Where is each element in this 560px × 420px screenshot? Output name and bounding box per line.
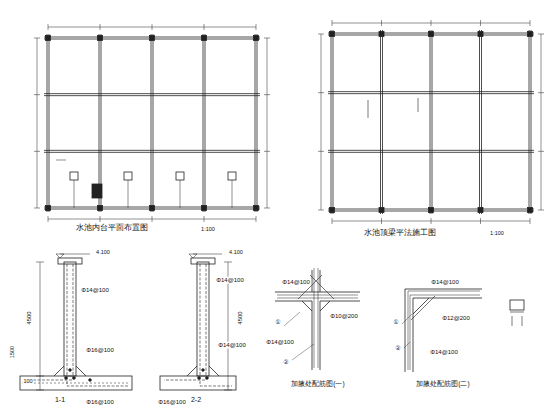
drawing-title: 水池内台平面布置图 bbox=[75, 224, 149, 233]
rebar-dimension: Φ16@100 bbox=[85, 399, 115, 406]
rebar-dimension: Φ14@100 bbox=[215, 277, 245, 284]
drawing-title: 1:100 bbox=[200, 226, 216, 232]
haunch-detail-2 bbox=[402, 289, 482, 372]
section-title: 2-2 bbox=[190, 396, 202, 404]
rebar-dimension: Φ16@100 bbox=[157, 399, 187, 406]
rebar-dimension: Φ14@100 bbox=[265, 339, 295, 346]
section-2-2 bbox=[160, 254, 236, 390]
pool-plan bbox=[34, 24, 270, 222]
rebar-dimension: 1500 bbox=[9, 345, 15, 359]
drawing-title: 水池顶梁平法施工图 bbox=[363, 229, 437, 238]
rebar-dimension: 4.100 bbox=[228, 249, 244, 255]
beam-plan bbox=[318, 20, 544, 224]
rebar-dimension: ② bbox=[282, 359, 289, 366]
rebar-dimension: Φ16@100 bbox=[85, 347, 115, 354]
drawing-title: 1:100 bbox=[489, 230, 505, 236]
rebar-dimension: Φ14@100 bbox=[430, 279, 460, 286]
haunch-detail-1 bbox=[275, 268, 360, 370]
rebar-dimension: 4500 bbox=[237, 310, 244, 325]
rebar-dimension: ① bbox=[392, 319, 399, 326]
rebar-dimension: Φ14@100 bbox=[217, 342, 247, 349]
rebar-dimension: Φ14@100 bbox=[80, 287, 110, 294]
rebar-dimension: Φ12@200 bbox=[441, 315, 471, 322]
rebar-dimension: ① bbox=[274, 319, 281, 326]
rebar-dimension: Φ10@200 bbox=[329, 313, 359, 320]
small-detail bbox=[510, 300, 524, 326]
rebar-dimension: 4.100 bbox=[95, 249, 111, 255]
section-title: 加腋处配筋图(二) bbox=[415, 380, 470, 387]
rebar-dimension: Φ14@100 bbox=[281, 279, 311, 286]
rebar-dimension: Φ14@100 bbox=[429, 349, 459, 356]
rebar-dimension: 4500 bbox=[26, 310, 33, 325]
section-title: 1-1 bbox=[54, 396, 66, 404]
rebar-dimension: 100 bbox=[22, 378, 33, 384]
section-1-1 bbox=[20, 254, 132, 390]
section-title: 加腋处配筋图(一) bbox=[290, 380, 345, 387]
rebar-dimension: ② bbox=[394, 345, 401, 352]
